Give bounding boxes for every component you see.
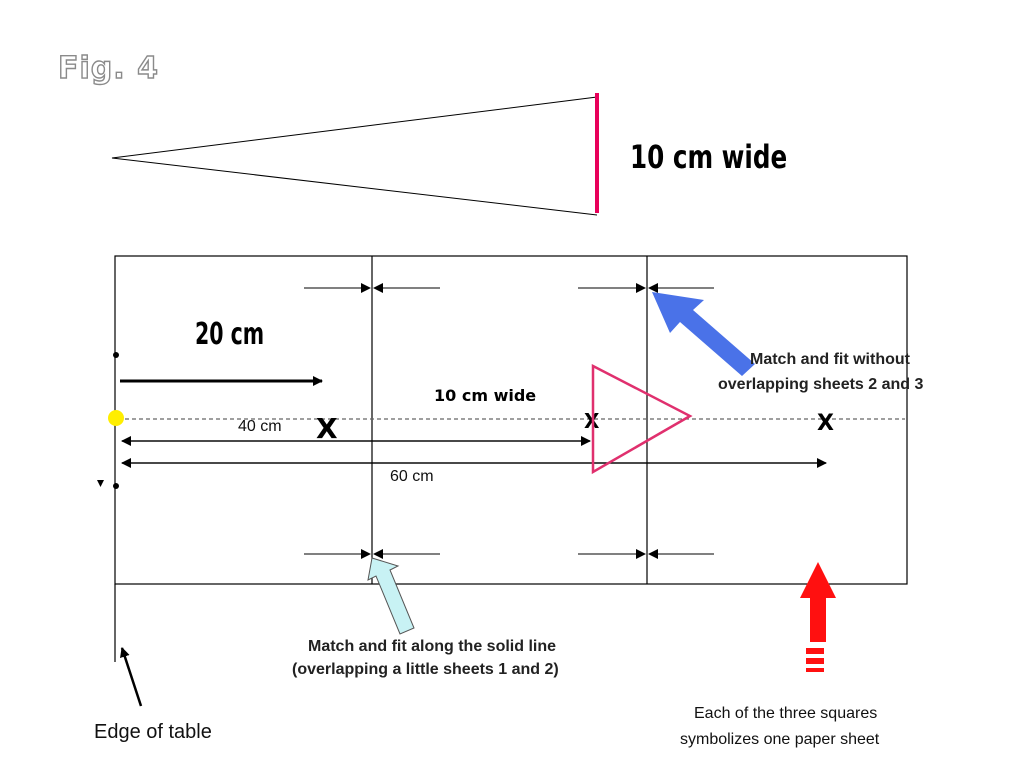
red-callout-line2: symbolizes one paper sheet [680,731,880,748]
cone-shape [111,93,599,216]
red-callout-line1: Each of the three squares [694,705,877,722]
cone-placement-triangle [591,363,693,475]
blue-callout-line2: overlapping sheets 2 and 3 [718,376,924,393]
edge-markers [97,352,124,489]
blue-callout-line1: Match and fit without [750,351,911,368]
cyan-callout-line1: Match and fit along the solid line [308,638,556,655]
figure-title: Fig. 4 [58,51,159,86]
sheets-outline [114,255,908,585]
alignment-marks [304,283,714,559]
edge-of-table-label: Edge of table [94,721,212,743]
dimension-60-label: 60 cm [390,468,434,485]
red-callout-arrow [800,562,836,672]
blue-callout-arrow [652,292,755,376]
cone-width-label: 10 cm wide [630,138,787,176]
edge-of-table-arrow [120,647,143,707]
cross-mark-3: X [817,411,834,436]
cyan-callout-line2: (overlapping a little sheets 1 and 2) [292,661,559,678]
dimension-40-label: 40 cm [238,418,282,435]
triangle-width-label: 10 cm wide [434,386,536,405]
dimension-20-label: 20 cm [195,317,264,352]
cyan-callout-arrow [367,557,415,635]
origin-marker [108,410,124,426]
cross-mark-1: X [316,412,338,445]
